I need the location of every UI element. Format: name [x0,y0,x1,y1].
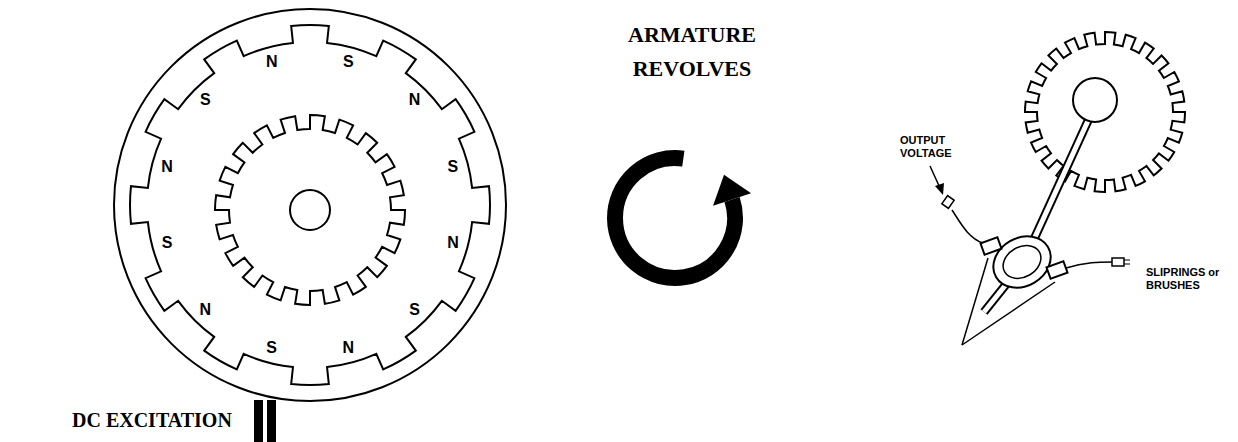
pole-label: N [200,301,212,319]
hub [1073,78,1117,122]
rotor-gear [215,115,405,305]
pole-label: S [343,53,354,71]
output-label: OUTPUT VOLTAGE [900,134,966,160]
stator-poles [130,25,490,385]
pole-label: S [200,91,211,109]
leader-line [962,282,1055,345]
stator-frame [114,9,506,401]
wire [952,210,983,243]
shaft [1030,112,1092,248]
excitation-label: DC EXCITATION [72,408,232,432]
shaft [984,282,1008,312]
caption-text: ARMATURE REVOLVES [612,18,772,86]
arrowhead [713,175,751,206]
stator [114,9,506,401]
brush [980,237,1001,254]
pole-label: S [448,158,459,176]
plug-prongs [1124,260,1130,264]
rotor-shaft [290,190,330,230]
pole-label: S [409,301,420,319]
wire [1066,262,1112,268]
rotation-arc [615,158,735,278]
plug [1112,258,1124,266]
leader-arrowhead [935,183,944,195]
rotor [215,115,405,305]
pole-label: N [161,158,173,176]
armature [930,32,1185,345]
leader-line [930,166,940,188]
rotation-arrow [615,158,751,278]
shaft-outline [1030,112,1092,248]
pole-label: S [266,339,277,357]
excitation-lead [254,400,263,442]
excitation-lead [267,400,276,442]
plug [942,196,954,209]
pole-label: N [343,339,355,357]
brush [1046,261,1067,278]
pole-label: N [266,53,278,71]
slipring-label: SLIPRINGS or BRUSHES [1146,266,1234,292]
pole-label: N [447,234,459,252]
slip-ring-band [997,239,1047,285]
shaft-outline [984,282,1008,312]
armature-gear [1025,32,1185,192]
pole-label: S [162,234,173,252]
pole-label: N [409,91,421,109]
leader-line [962,258,988,345]
